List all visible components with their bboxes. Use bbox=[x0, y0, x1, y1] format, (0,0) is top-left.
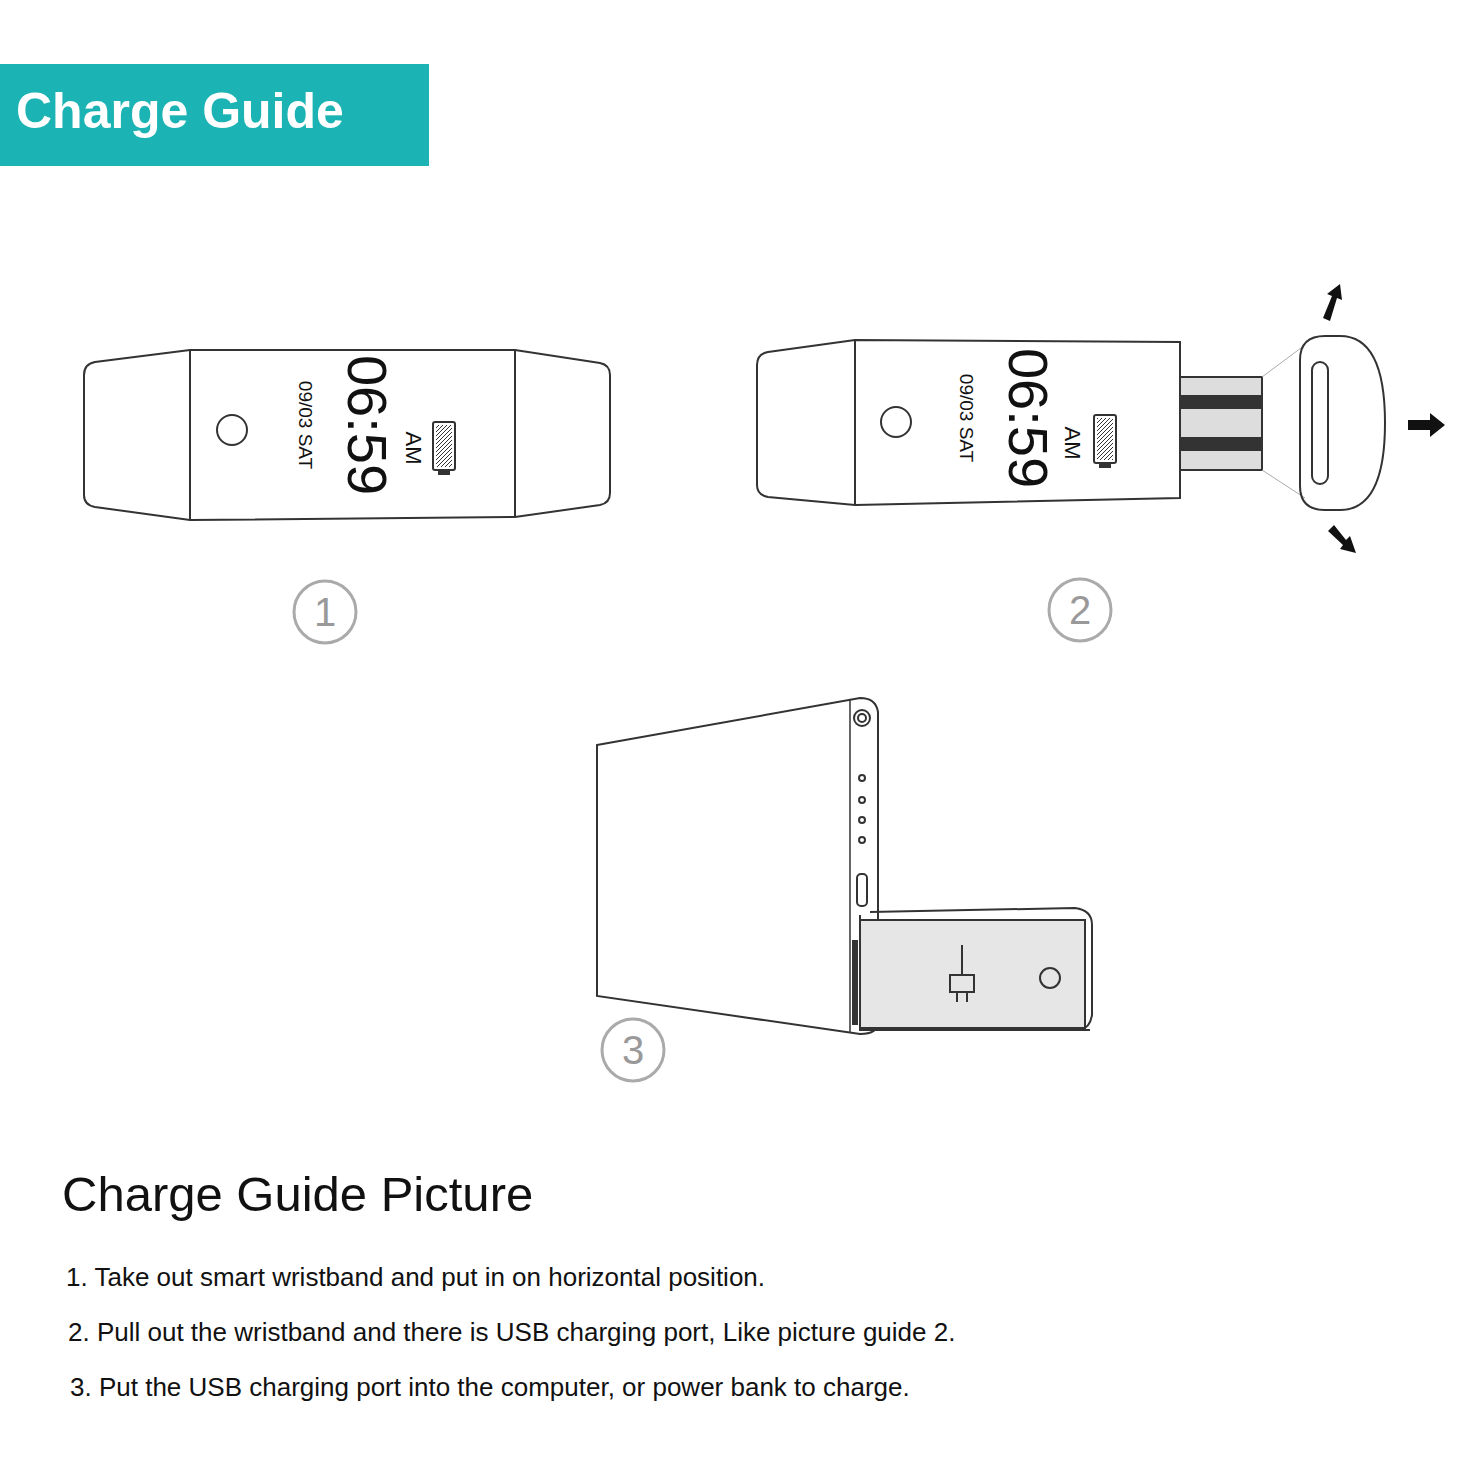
wristband-figure-2 bbox=[757, 336, 1385, 510]
wristband-figure-1 bbox=[84, 350, 610, 520]
screen-ampm: AM bbox=[401, 432, 425, 465]
callout-number: 1 bbox=[314, 590, 336, 634]
screen-date: 09/03 SAT bbox=[295, 381, 316, 469]
screen-date: 09/03 SAT bbox=[956, 374, 977, 462]
removal-arrows bbox=[1323, 284, 1445, 553]
instruction: 1. Take out smart wristband and put in o… bbox=[66, 1263, 765, 1292]
instruction: 2. Pull out the wristband and there is U… bbox=[68, 1318, 955, 1347]
callout-number: 2 bbox=[1069, 588, 1091, 632]
title-band bbox=[0, 64, 429, 166]
title: Charge Guide bbox=[16, 84, 344, 139]
callout-circles bbox=[294, 579, 1111, 1081]
screen-time: 06:59 bbox=[336, 355, 398, 495]
section-heading: Charge Guide Picture bbox=[62, 1168, 533, 1222]
instruction: 3. Put the USB charging port into the co… bbox=[70, 1373, 910, 1402]
power-bank-figure-3 bbox=[597, 698, 1092, 1034]
screen-ampm: AM bbox=[1060, 427, 1084, 460]
screen-time: 06:59 bbox=[997, 348, 1059, 488]
callout-number: 3 bbox=[622, 1028, 644, 1072]
